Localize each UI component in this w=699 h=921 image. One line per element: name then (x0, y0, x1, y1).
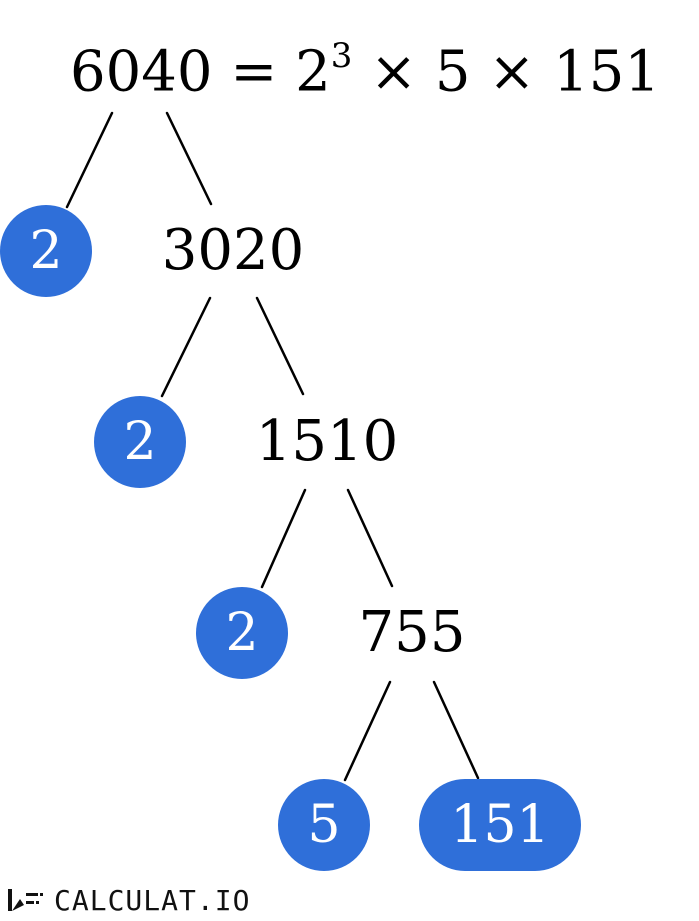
composite-node-755: 755 (358, 600, 466, 665)
edge-6040-to-3020 (165, 111, 213, 206)
prime-bubble: 5 (278, 779, 370, 871)
edge-755-to-151 (432, 680, 480, 780)
factor-base: 2 (295, 39, 331, 105)
composite-node-1510: 1510 (255, 409, 399, 474)
factorization-equation: 6040 = 23 × 5 × 151 (70, 20, 660, 113)
factor-five: 5 (434, 39, 471, 105)
equation-number: 6040 (70, 39, 213, 105)
factor-exponent: 3 (330, 36, 353, 76)
prime-value: 2 (29, 221, 63, 281)
prime-bubble: 2 (94, 396, 186, 488)
brand-logo: CALCULAT.IO (6, 883, 251, 917)
edge-3020-to-1510 (255, 296, 305, 396)
equals-sign: = (230, 39, 278, 105)
prime-value: 2 (123, 412, 157, 472)
prime-bubble: 2 (196, 587, 288, 679)
edge-755-to-5 (343, 680, 392, 782)
prime-bubble: 151 (419, 779, 581, 871)
calculator-logo-icon (8, 889, 43, 911)
factor-151: 151 (553, 39, 660, 105)
edge-3020-to-2 (160, 296, 212, 398)
times-sign: × (488, 39, 536, 105)
prime-value: 5 (307, 795, 341, 855)
edge-6040-to-2 (65, 111, 114, 209)
times-sign: × (370, 39, 418, 105)
composite-node-3020: 3020 (161, 218, 305, 283)
prime-value: 151 (450, 795, 550, 855)
prime-bubble: 2 (0, 205, 92, 297)
edge-1510-to-2 (260, 488, 307, 589)
edge-1510-to-755 (346, 488, 394, 588)
prime-value: 2 (225, 603, 259, 663)
brand-wordmark: CALCULAT.IO (54, 883, 251, 917)
